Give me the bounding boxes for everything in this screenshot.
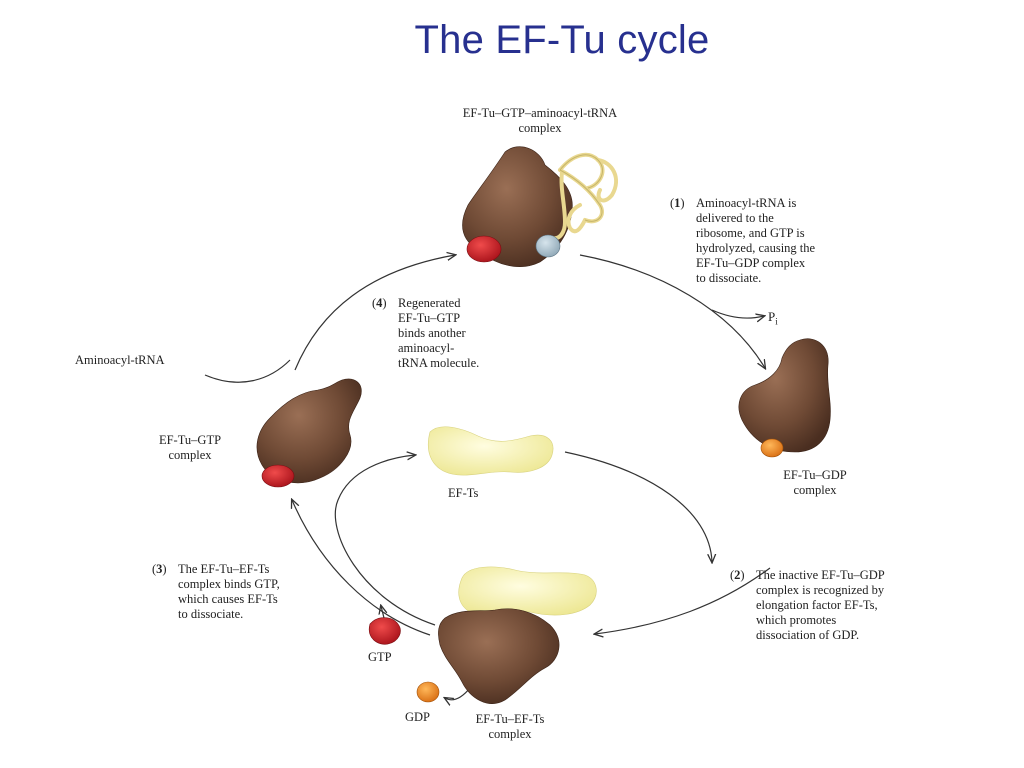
gtp-icon [466,235,502,263]
gdp-icon [416,681,440,703]
label-gtp: GTP [368,650,392,664]
label-gdp: GDP [405,710,431,724]
arrow-ef-ts-release [334,455,436,626]
gdp-icon [760,438,784,458]
step-4-text: (4) Regenerated EF-Tu–GTP binds another … [372,296,480,370]
arrow-aminoacyl-in [204,359,291,383]
label-aminoacyl-trna: Aminoacyl-tRNA [75,353,165,367]
ef-ts-icon [428,426,554,476]
gtp-icon [368,617,401,645]
ef-tu-protein-icon [438,608,560,704]
label-ef-ts: EF-Ts [448,486,479,500]
step-3-text: (3) The EF-Tu–EF-Ts complex binds GTP, w… [152,562,280,621]
step-1-text: (1) Aminoacyl-tRNA is delivered to the r… [670,196,816,285]
label-top-complex: EF-Tu–GTP–aminoacyl-tRNA complex [462,106,618,135]
top-complex [462,146,618,267]
arrow-gdp-out [445,687,471,700]
arrow-step2-return [595,567,771,634]
label-ef-tu-gdp-complex: EF-Tu–GDP complex [783,468,847,497]
label-ef-tu-gtp-complex: EF-Tu–GTP complex [158,433,222,462]
ef-tu-protein-icon [738,338,831,453]
step-2-text: (2) The inactive EF-Tu–GDP complex is re… [730,568,885,642]
ef-ts-free [428,426,554,476]
ef-tu-ef-ts-complex [438,566,597,704]
slide-title: The EF-Tu cycle [414,18,710,62]
arrow-step4 [294,255,455,371]
label-ef-tu-ef-ts-complex: EF-Tu–EF-Ts complex [475,712,545,741]
ef-ts-icon [458,566,597,616]
ef-tu-gtp-complex [256,378,362,488]
label-pi: Pi [768,309,778,327]
arrow-step3 [292,500,431,636]
arrow-pi-release [711,309,764,318]
phosphate-icon [535,234,561,258]
arrow-step2 [564,451,712,562]
gtp-icon [261,464,295,488]
ef-tu-gdp-complex [738,338,831,458]
arrow-step1 [579,254,765,368]
